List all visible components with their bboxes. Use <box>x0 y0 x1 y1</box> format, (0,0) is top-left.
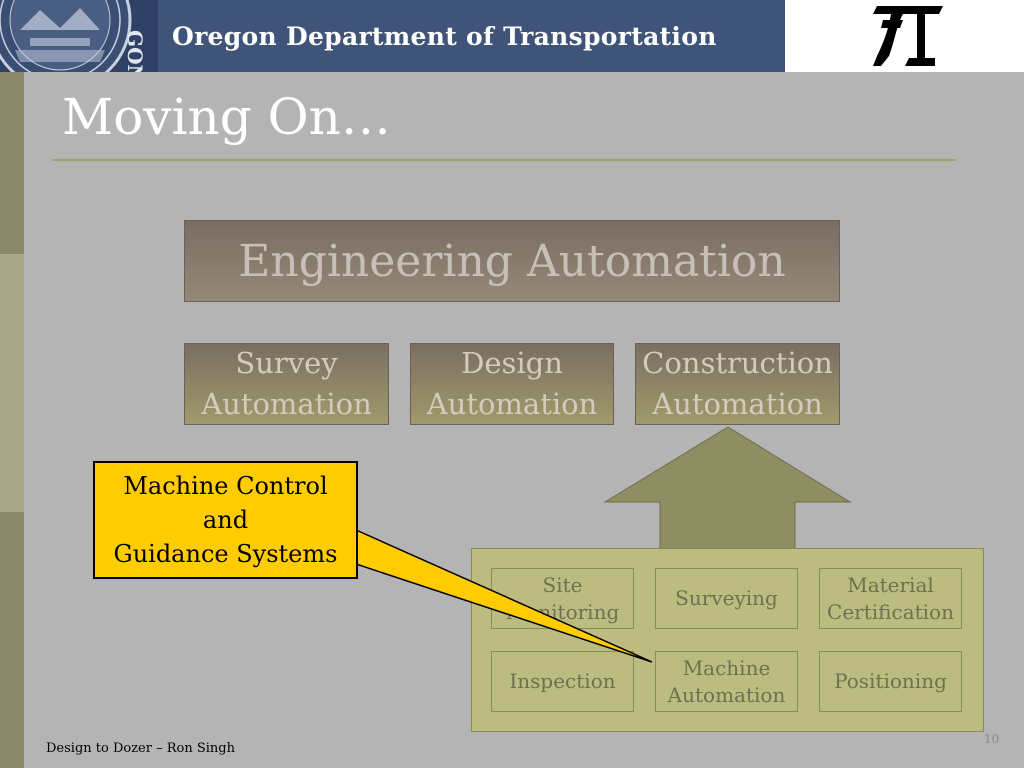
cell-surveying-label: Surveying <box>675 586 778 610</box>
cell-material-certification-line2: Certification <box>827 599 954 624</box>
engineering-automation-box: Engineering Automation <box>184 220 840 302</box>
cell-machine-automation: Machine Automation <box>655 651 798 712</box>
callout-line3: Guidance Systems <box>113 540 338 568</box>
cell-positioning-label: Positioning <box>834 669 947 693</box>
seal-lettering: GON <box>123 30 147 72</box>
design-automation-line1: Design <box>461 346 563 380</box>
oregon-seal-icon: GON <box>0 0 158 72</box>
cell-inspection: Inspection <box>491 651 634 712</box>
design-automation-line2: Automation <box>426 387 598 421</box>
header-bar: GON Oregon Department of Transportation <box>0 0 1024 72</box>
engineering-automation-label: Engineering Automation <box>238 235 786 287</box>
survey-automation-box: Survey Automation <box>184 343 389 425</box>
footer-author: Design to Dozer – Ron Singh <box>46 741 235 756</box>
callout-machine-control: Machine Control and Guidance Systems <box>93 461 358 579</box>
odot-logo <box>785 0 1024 72</box>
slide-title: Moving On… <box>62 88 391 146</box>
title-divider <box>52 159 956 161</box>
page-number: 10 <box>984 732 1000 746</box>
left-strip-middle <box>0 254 24 512</box>
survey-automation-line1: Survey <box>235 346 338 380</box>
cell-site-monitoring-line1: Site <box>542 572 583 597</box>
callout-pointer-shape <box>355 528 653 663</box>
construction-automation-line2: Automation <box>652 387 823 421</box>
construction-automation-box: Construction Automation <box>635 343 840 425</box>
callout-line2: and <box>202 506 249 534</box>
cell-machine-automation-line2: Automation <box>667 682 786 707</box>
callout-line1: Machine Control <box>123 472 328 500</box>
survey-automation-line2: Automation <box>201 387 372 421</box>
cell-machine-automation-line1: Machine <box>682 655 771 680</box>
left-strip-top <box>0 72 24 254</box>
cell-inspection-label: Inspection <box>509 669 616 693</box>
cell-site-monitoring: Site Monitoring <box>491 568 634 629</box>
org-title: Oregon Department of Transportation <box>172 22 717 51</box>
cell-surveying: Surveying <box>655 568 798 629</box>
construction-automation-line1: Construction <box>642 346 833 380</box>
design-automation-box: Design Automation <box>410 343 614 425</box>
odot-logo-icon <box>873 6 943 66</box>
left-strip-bottom <box>0 512 24 768</box>
cell-positioning: Positioning <box>819 651 962 712</box>
cell-material-certification: Material Certification <box>819 568 962 629</box>
cell-material-certification-line1: Material <box>847 572 934 597</box>
